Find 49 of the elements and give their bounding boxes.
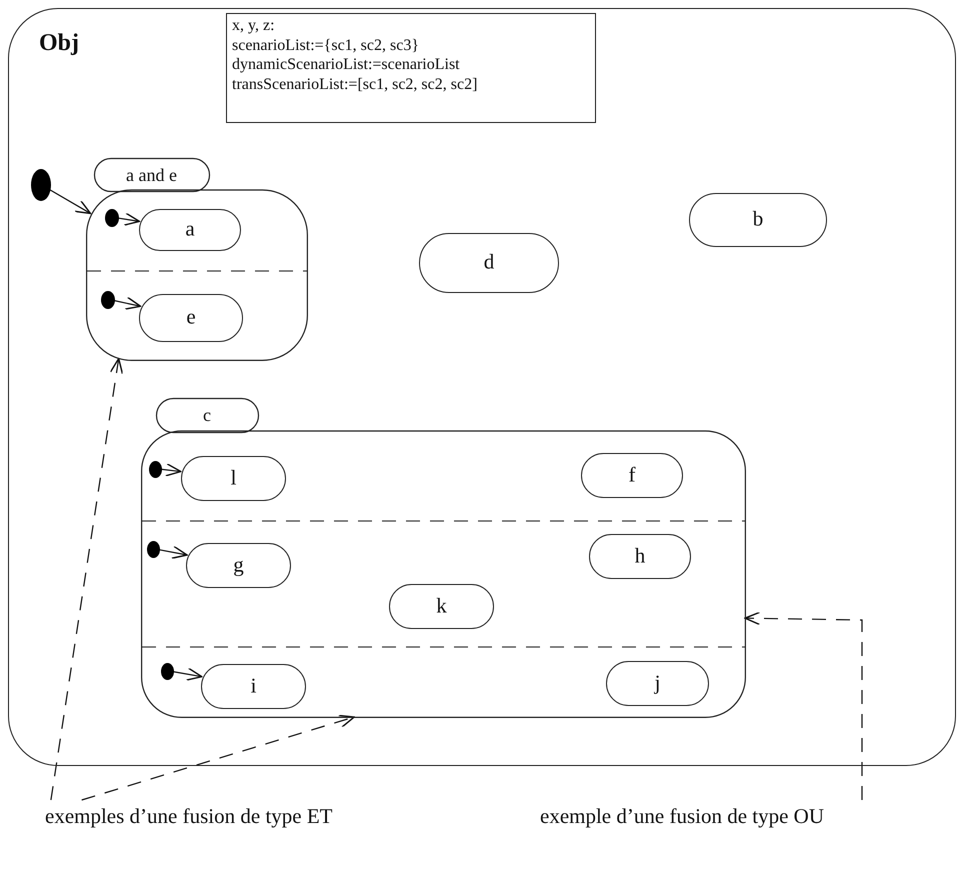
- state-name: g: [233, 554, 244, 576]
- transition-arrow: [158, 546, 188, 559]
- leader-arrow: [82, 714, 355, 801]
- note-line: dynamicScenarioList:=scenarioList: [232, 57, 460, 73]
- note-line: x, y, z:: [232, 18, 275, 34]
- state-name: b: [752, 208, 764, 230]
- state-name: l: [230, 467, 236, 488]
- state-name: d: [484, 252, 494, 273]
- state-pill: [186, 543, 291, 588]
- state-pill: [139, 294, 243, 342]
- state-name: k: [436, 595, 447, 616]
- state-name: e: [186, 306, 196, 328]
- state-name: c: [203, 406, 211, 424]
- initial-state-dot: [147, 541, 160, 558]
- initial-state-dot: [161, 663, 174, 680]
- state-name: a and e: [126, 166, 177, 184]
- leader-arrow: [50, 358, 124, 800]
- state-pill: [181, 456, 286, 501]
- state-pill: [689, 193, 827, 247]
- initial-state-dot: [31, 169, 51, 201]
- state-pill: [201, 664, 306, 709]
- note-line: transScenarioList:=[sc1, sc2, sc2, sc2]: [232, 76, 478, 92]
- transition-arrow: [160, 463, 182, 477]
- object-title: Obj: [39, 31, 80, 55]
- composite-state: [141, 398, 746, 718]
- transition-arrow: [114, 296, 142, 310]
- composite-state: [86, 158, 308, 361]
- annotation-text: exemple d’une fusion de type OU: [540, 800, 960, 830]
- note-line: scenarioList:={sc1, sc2, sc3}: [232, 38, 420, 54]
- transition-arrow: [172, 668, 203, 681]
- note-box: [226, 13, 596, 123]
- state-name: a: [185, 218, 195, 240]
- state-name: i: [250, 675, 256, 696]
- state-name: f: [628, 464, 636, 486]
- object-frame: [8, 8, 956, 766]
- annotation-text: exemples d’une fusion de type ET: [45, 800, 340, 830]
- initial-state-dot: [101, 291, 115, 309]
- state-pill: [389, 584, 494, 629]
- state-name: h: [634, 545, 646, 566]
- state-name: j: [654, 672, 660, 694]
- transition-arrow: [49, 188, 92, 214]
- transition-arrow: [118, 212, 140, 226]
- state-pill: [581, 453, 683, 498]
- initial-state-dot: [149, 461, 162, 478]
- state-pill: [589, 534, 691, 579]
- initial-state-dot: [105, 209, 119, 227]
- state-pill: [139, 209, 241, 251]
- state-pill: [606, 661, 709, 706]
- leader-arrow: [744, 612, 863, 800]
